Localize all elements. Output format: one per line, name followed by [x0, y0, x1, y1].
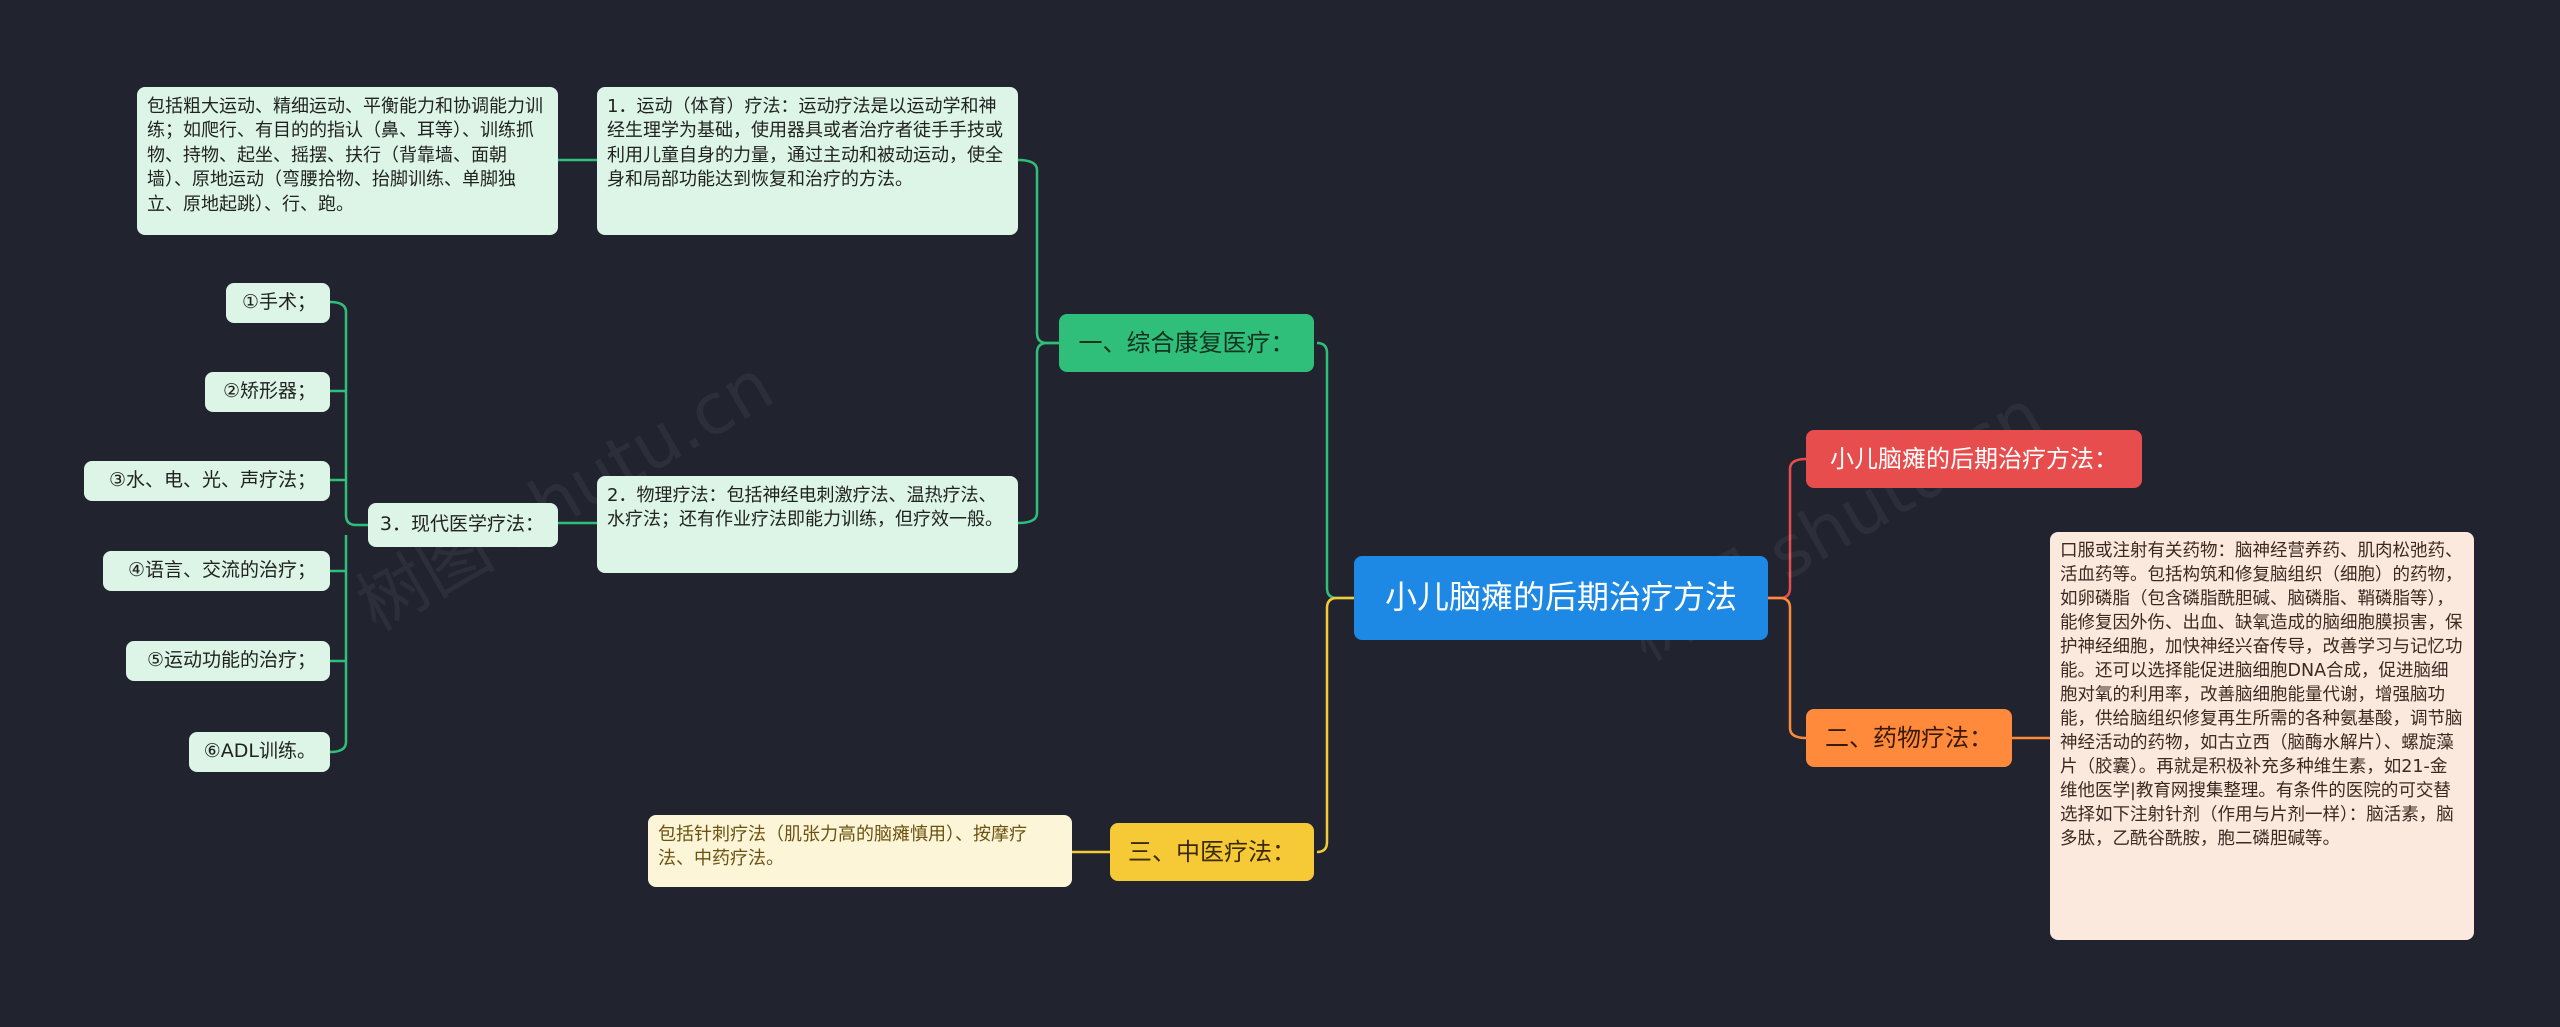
- modern-item[interactable]: ③水、电、光、声疗法；: [84, 461, 330, 501]
- modern-item[interactable]: ④语言、交流的治疗；: [103, 551, 330, 591]
- link-rehab-exercise: [1017, 158, 1059, 345]
- exercise-detail-node[interactable]: 包括粗大运动、精细运动、平衡能力和协调能力训练；如爬行、有目的的指认（鼻、耳等）…: [137, 87, 558, 235]
- exercise-therapy-node[interactable]: 1．运动（体育）疗法：运动疗法是以运动学和神经生理学为基础，使用器具或者治疗者徒…: [597, 87, 1018, 235]
- link-root-drug: [1768, 596, 1807, 740]
- modern-item[interactable]: ①手术；: [226, 283, 330, 323]
- branch-title[interactable]: 小儿脑瘫的后期治疗方法：: [1806, 430, 2142, 488]
- branch-tcm[interactable]: 三、中医疗法：: [1110, 823, 1314, 881]
- modern-item[interactable]: ②矫形器；: [205, 372, 330, 412]
- link-root-title: [1768, 457, 1807, 600]
- drug-detail-node[interactable]: 口服或注射有关药物：脑神经营养药、肌肉松弛药、活血药等。包括构筑和修复脑组织（细…: [2050, 532, 2474, 940]
- physical-therapy-node[interactable]: 2．物理疗法：包括神经电刺激疗法、温热疗法、水疗法；还有作业疗法即能力训练，但疗…: [597, 476, 1018, 573]
- link-root-rehab: [1316, 341, 1354, 600]
- link-rehab-physical: [1017, 341, 1059, 525]
- modern-item[interactable]: ⑤运动功能的治疗；: [126, 641, 330, 681]
- link-root-tcm: [1316, 596, 1354, 854]
- root-node[interactable]: 小儿脑瘫的后期治疗方法: [1354, 556, 1768, 640]
- link-modern-items: [329, 300, 368, 754]
- tcm-detail-node[interactable]: 包括针刺疗法（肌张力高的脑瘫慎用）、按摩疗法、中药疗法。: [648, 815, 1072, 887]
- branch-drug[interactable]: 二、药物疗法：: [1806, 709, 2012, 767]
- modern-medicine-node[interactable]: 3．现代医学疗法：: [368, 503, 558, 547]
- modern-item[interactable]: ⑥ADL训练。: [189, 732, 330, 772]
- branch-rehab[interactable]: 一、综合康复医疗：: [1059, 314, 1314, 372]
